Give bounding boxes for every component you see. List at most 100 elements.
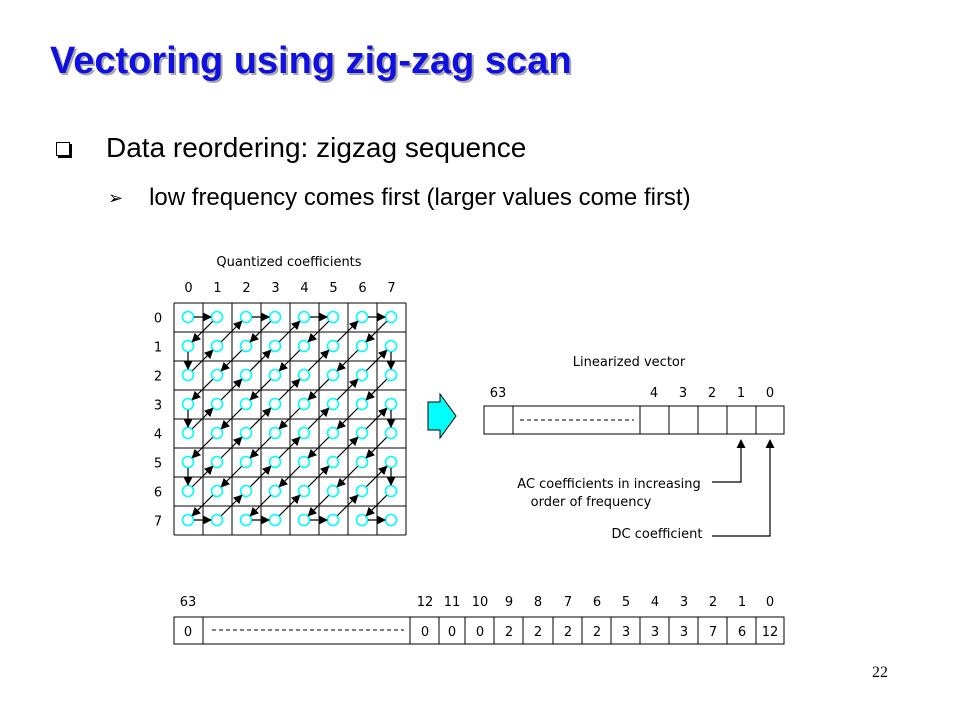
coefficient-circle — [355, 484, 369, 498]
zigzag-step — [249, 407, 272, 430]
zigzag-step — [365, 407, 388, 430]
sequence-index-label: 10 — [472, 595, 489, 610]
arrow-bullet-icon: ➢ — [108, 187, 124, 208]
coefficient-circle — [384, 484, 398, 498]
coefficient-circle — [181, 426, 195, 440]
square-bullet-icon — [56, 142, 70, 156]
coefficient-circle — [355, 426, 369, 440]
zigzag-step — [191, 494, 214, 517]
sequence-value: 2 — [593, 625, 601, 640]
grid-column-label: 4 — [300, 281, 308, 296]
coefficient-circle — [239, 455, 253, 469]
grid-column-label: 2 — [242, 281, 250, 296]
zigzag-step — [307, 465, 330, 488]
grid-row-label: 1 — [154, 341, 162, 356]
zigzag-step — [365, 436, 388, 459]
coefficient-circle — [326, 397, 340, 411]
zigzag-step — [307, 320, 330, 343]
bullet-item-2: ➢ low frequency comes first (larger valu… — [108, 184, 691, 212]
zigzag-step — [336, 349, 359, 372]
sequence-value: 7 — [709, 625, 717, 640]
bullet-item-1: Data reordering: zigzag sequence — [56, 132, 526, 164]
sequence-index-label: 8 — [534, 595, 542, 610]
sequence-value: 3 — [622, 625, 630, 640]
zigzag-step — [278, 436, 301, 459]
zigzag-step — [278, 465, 301, 488]
grid-row-label: 6 — [154, 486, 162, 501]
sequence-index-label: 0 — [766, 595, 774, 610]
zigzag-step — [191, 349, 214, 372]
coefficient-circle — [326, 368, 340, 382]
coefficient-circle — [239, 426, 253, 440]
coefficient-circle — [239, 368, 253, 382]
coefficient-grid — [173, 302, 407, 536]
linear-vector-index-label: 0 — [766, 386, 774, 401]
zigzag-step — [191, 407, 214, 430]
linear-vector-index-label: 4 — [650, 386, 658, 401]
sequence-index-label: 63 — [180, 595, 197, 610]
sequence-value: 3 — [680, 625, 688, 640]
grid-column-label: 1 — [213, 281, 221, 296]
coefficient-circle — [384, 339, 398, 353]
coefficient-circle — [181, 484, 195, 498]
sequence-box — [173, 616, 785, 645]
grid-row-label: 2 — [154, 370, 162, 385]
sequence-index-label: 7 — [564, 595, 572, 610]
coefficient-circle — [210, 455, 224, 469]
zigzag-step — [191, 378, 214, 401]
sequence-index-label: 1 — [738, 595, 746, 610]
bullet-text-2: low frequency comes first (larger values… — [149, 184, 691, 211]
coefficient-circle — [181, 339, 195, 353]
zigzag-step — [220, 494, 243, 517]
zigzag-step — [336, 436, 359, 459]
coefficient-circle — [297, 339, 311, 353]
grid-column-label: 5 — [329, 281, 337, 296]
coefficient-circle — [268, 310, 282, 324]
sequence-value: 0 — [448, 625, 456, 640]
sequence-value: 2 — [564, 625, 572, 640]
bullet-text-1: Data reordering: zigzag sequence — [106, 132, 527, 163]
coefficient-circle — [355, 513, 369, 527]
coefficient-circle — [268, 368, 282, 382]
zigzag-step — [249, 349, 272, 372]
coefficient-circle — [210, 426, 224, 440]
grid-row-label: 3 — [154, 399, 162, 414]
grid-column-label: 3 — [271, 281, 279, 296]
zigzag-step — [307, 407, 330, 430]
coefficient-circle — [297, 484, 311, 498]
sequence-index-label: 9 — [505, 595, 513, 610]
coefficient-circle — [181, 310, 195, 324]
coefficient-circle — [210, 368, 224, 382]
sequence-value: 2 — [505, 625, 513, 640]
sequence-index-label: 12 — [417, 595, 434, 610]
zigzag-step — [365, 465, 388, 488]
coefficient-circle — [239, 310, 253, 324]
dc-pointer-arrow — [712, 439, 775, 537]
coefficient-circle — [326, 484, 340, 498]
coefficient-circle — [297, 513, 311, 527]
sequence-index-label: 5 — [622, 595, 630, 610]
coefficient-circle — [239, 397, 253, 411]
coefficient-circle — [268, 339, 282, 353]
zigzag-step — [307, 436, 330, 459]
zigzag-step — [220, 349, 243, 372]
ac-pointer-arrow — [712, 439, 746, 483]
grid-row-label: 4 — [154, 428, 162, 443]
coefficient-circle — [210, 339, 224, 353]
zigzag-step — [365, 320, 388, 343]
coefficient-circle — [384, 368, 398, 382]
coefficient-circle — [210, 513, 224, 527]
coefficient-circle — [268, 484, 282, 498]
ac-label-line2: order of frequency — [531, 495, 652, 510]
zigzag-step — [220, 407, 243, 430]
linear-vector-index-label: 3 — [679, 386, 687, 401]
coefficient-circle — [355, 397, 369, 411]
zigzag-step — [220, 436, 243, 459]
zigzag-step — [336, 494, 359, 517]
zigzag-step — [336, 465, 359, 488]
zigzag-step — [191, 436, 214, 459]
coefficient-circle — [326, 513, 340, 527]
zigzag-step — [307, 378, 330, 401]
